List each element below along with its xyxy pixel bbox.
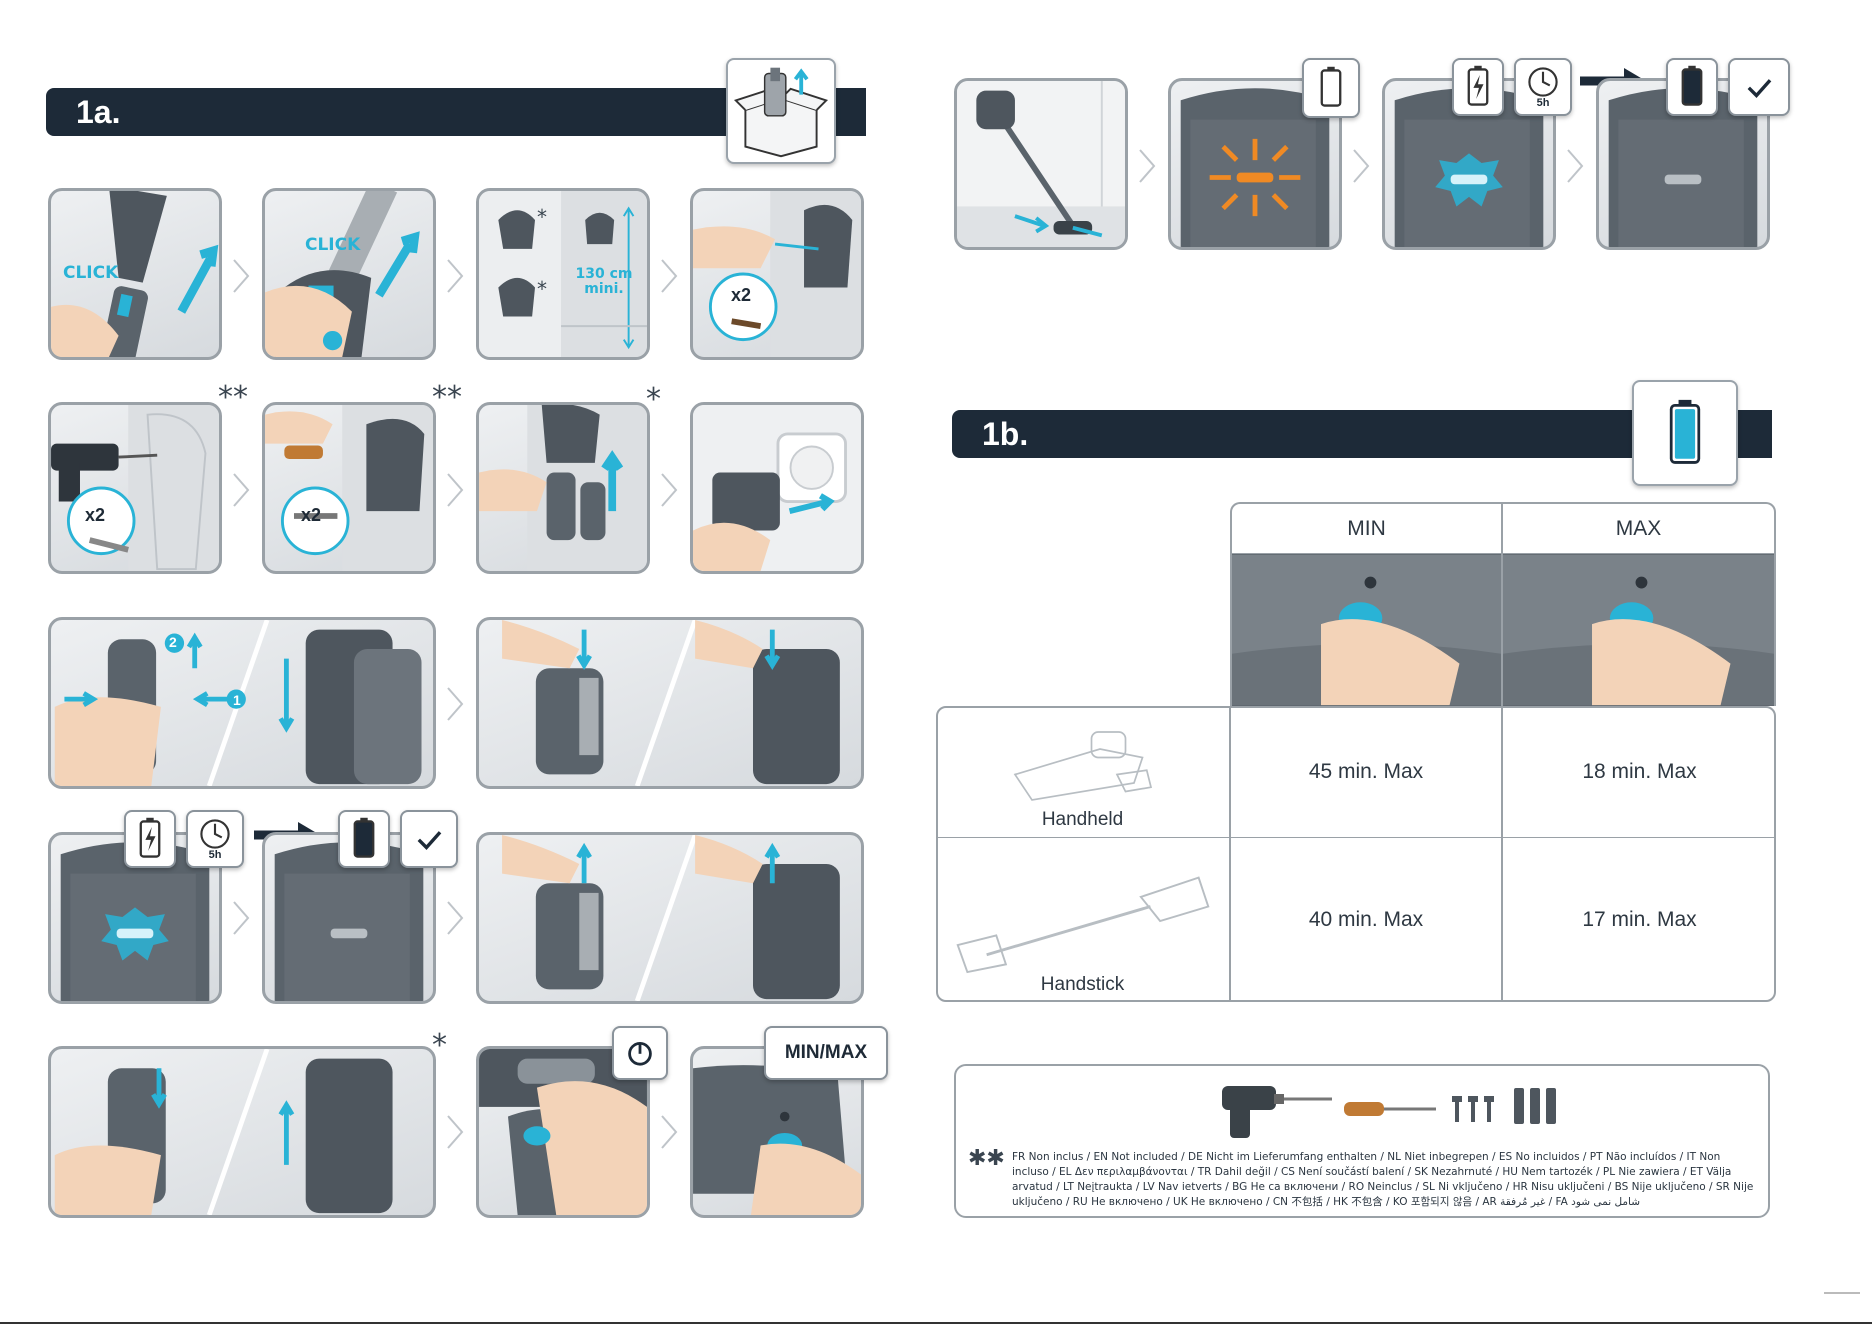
step-number-2: 2 [169,634,177,650]
step-wall-height: * * 130 cm mini. [476,188,650,360]
not-included-marker: * [646,382,661,417]
handstick-min-runtime: 40 min. Max [1230,838,1502,1002]
section-1b-title: 1b. [982,415,1029,452]
drill-icon [1222,1086,1332,1138]
table-row-handheld-label: Handheld [936,706,1230,838]
battery-full-icon [1632,380,1738,486]
handstick-max-runtime: 17 min. Max [1502,838,1776,1002]
runtime-table: MIN MAX Handheld 45 min. Ma [936,502,1776,1002]
table-body [936,706,1776,1002]
charge-time-label: 5h [208,849,222,861]
not-included-legend: ✱✱ FR Non inclus / EN Not included / DE … [954,1064,1770,1218]
click-label: CLICK [63,263,119,283]
minmax-badge: MIN/MAX [764,1026,888,1080]
step-vacuum-use [954,78,1128,250]
not-included-marker: * [432,1028,447,1063]
wall-plug-icon [1514,1088,1556,1124]
battery-empty-icon [1302,58,1360,118]
battery-full-icon [1666,58,1718,116]
section-1a-title: 1a. [76,93,121,130]
step-dock-battery-holder [48,1046,436,1218]
box-unpack-icon [726,58,836,164]
handheld-min-runtime: 45 min. Max [1230,706,1502,838]
step-screw-mount: x2 [262,402,436,574]
handheld-vacuum-icon [1013,731,1152,801]
charge-time-label: 5h [1536,97,1550,109]
step-attach-handle: CLICK [48,188,222,360]
chevron-right-icon [233,473,250,507]
page-footer-rule [0,1322,1872,1324]
chevron-right-icon [447,259,464,293]
step-insert-battery-charger [476,617,864,789]
screwdriver-icon [1344,1102,1436,1116]
screw-icon [1452,1096,1494,1122]
not-included-marker: ✱✱ [968,1146,1005,1171]
x2-label: x2 [85,505,106,525]
chevron-right-icon [661,473,678,507]
clock-icon: 5h [186,810,244,868]
checkmark-icon [400,810,458,868]
step-mark-holes: x2 [690,188,864,360]
chevron-right-icon [233,259,250,293]
battery-full-icon [338,810,390,868]
chevron-right-icon [233,901,250,935]
clock-icon: 5h [1514,58,1572,116]
not-included-marker: * [537,277,547,301]
chevron-right-icon [1567,149,1584,183]
chevron-right-icon [1139,149,1156,183]
chevron-right-icon [447,1115,464,1149]
step-insert-battery [476,832,864,1004]
page-corner-mark [1824,1292,1860,1294]
min-mode-image [1230,554,1502,706]
handheld-max-runtime: 18 min. Max [1502,706,1776,838]
not-included-marker: ** [432,380,462,415]
chevron-right-icon [447,901,464,935]
table-header-min: MIN [1230,502,1502,554]
step-battery-charged [262,832,436,1004]
table-row-handstick-label: Handstick [936,838,1230,1002]
battery-charging-icon [1452,58,1504,116]
step-number-1: 1 [233,692,241,708]
step-remove-battery: 2 1 [48,617,436,789]
height-label: 130 cm mini. [575,266,633,297]
step-low-battery-indicator [1168,78,1342,250]
minmax-label: MIN/MAX [784,1042,868,1063]
click-label: CLICK [305,235,361,255]
handstick-vacuum-icon [955,876,1210,974]
chevron-right-icon [447,687,464,721]
chevron-right-icon [447,473,464,507]
step-plug-in-charger [690,402,864,574]
max-mode-image [1502,554,1776,706]
x2-label: x2 [301,505,322,525]
table-header-max: MAX [1502,502,1776,554]
step-attach-accessory-holder [476,402,650,574]
chevron-right-icon [1353,149,1370,183]
not-included-marker: * [537,205,547,229]
checkmark-icon [1728,58,1790,116]
x2-label: x2 [731,285,752,305]
not-included-marker: ** [218,380,248,415]
not-included-text: FR Non inclus / EN Not included / DE Nic… [1012,1151,1754,1208]
chevron-right-icon [661,1115,678,1149]
battery-charging-icon [124,810,176,868]
power-icon [612,1026,668,1080]
chevron-right-icon [661,259,678,293]
step-drill-holes: x2 [48,402,222,574]
step-attach-tube: CLICK [262,188,436,360]
